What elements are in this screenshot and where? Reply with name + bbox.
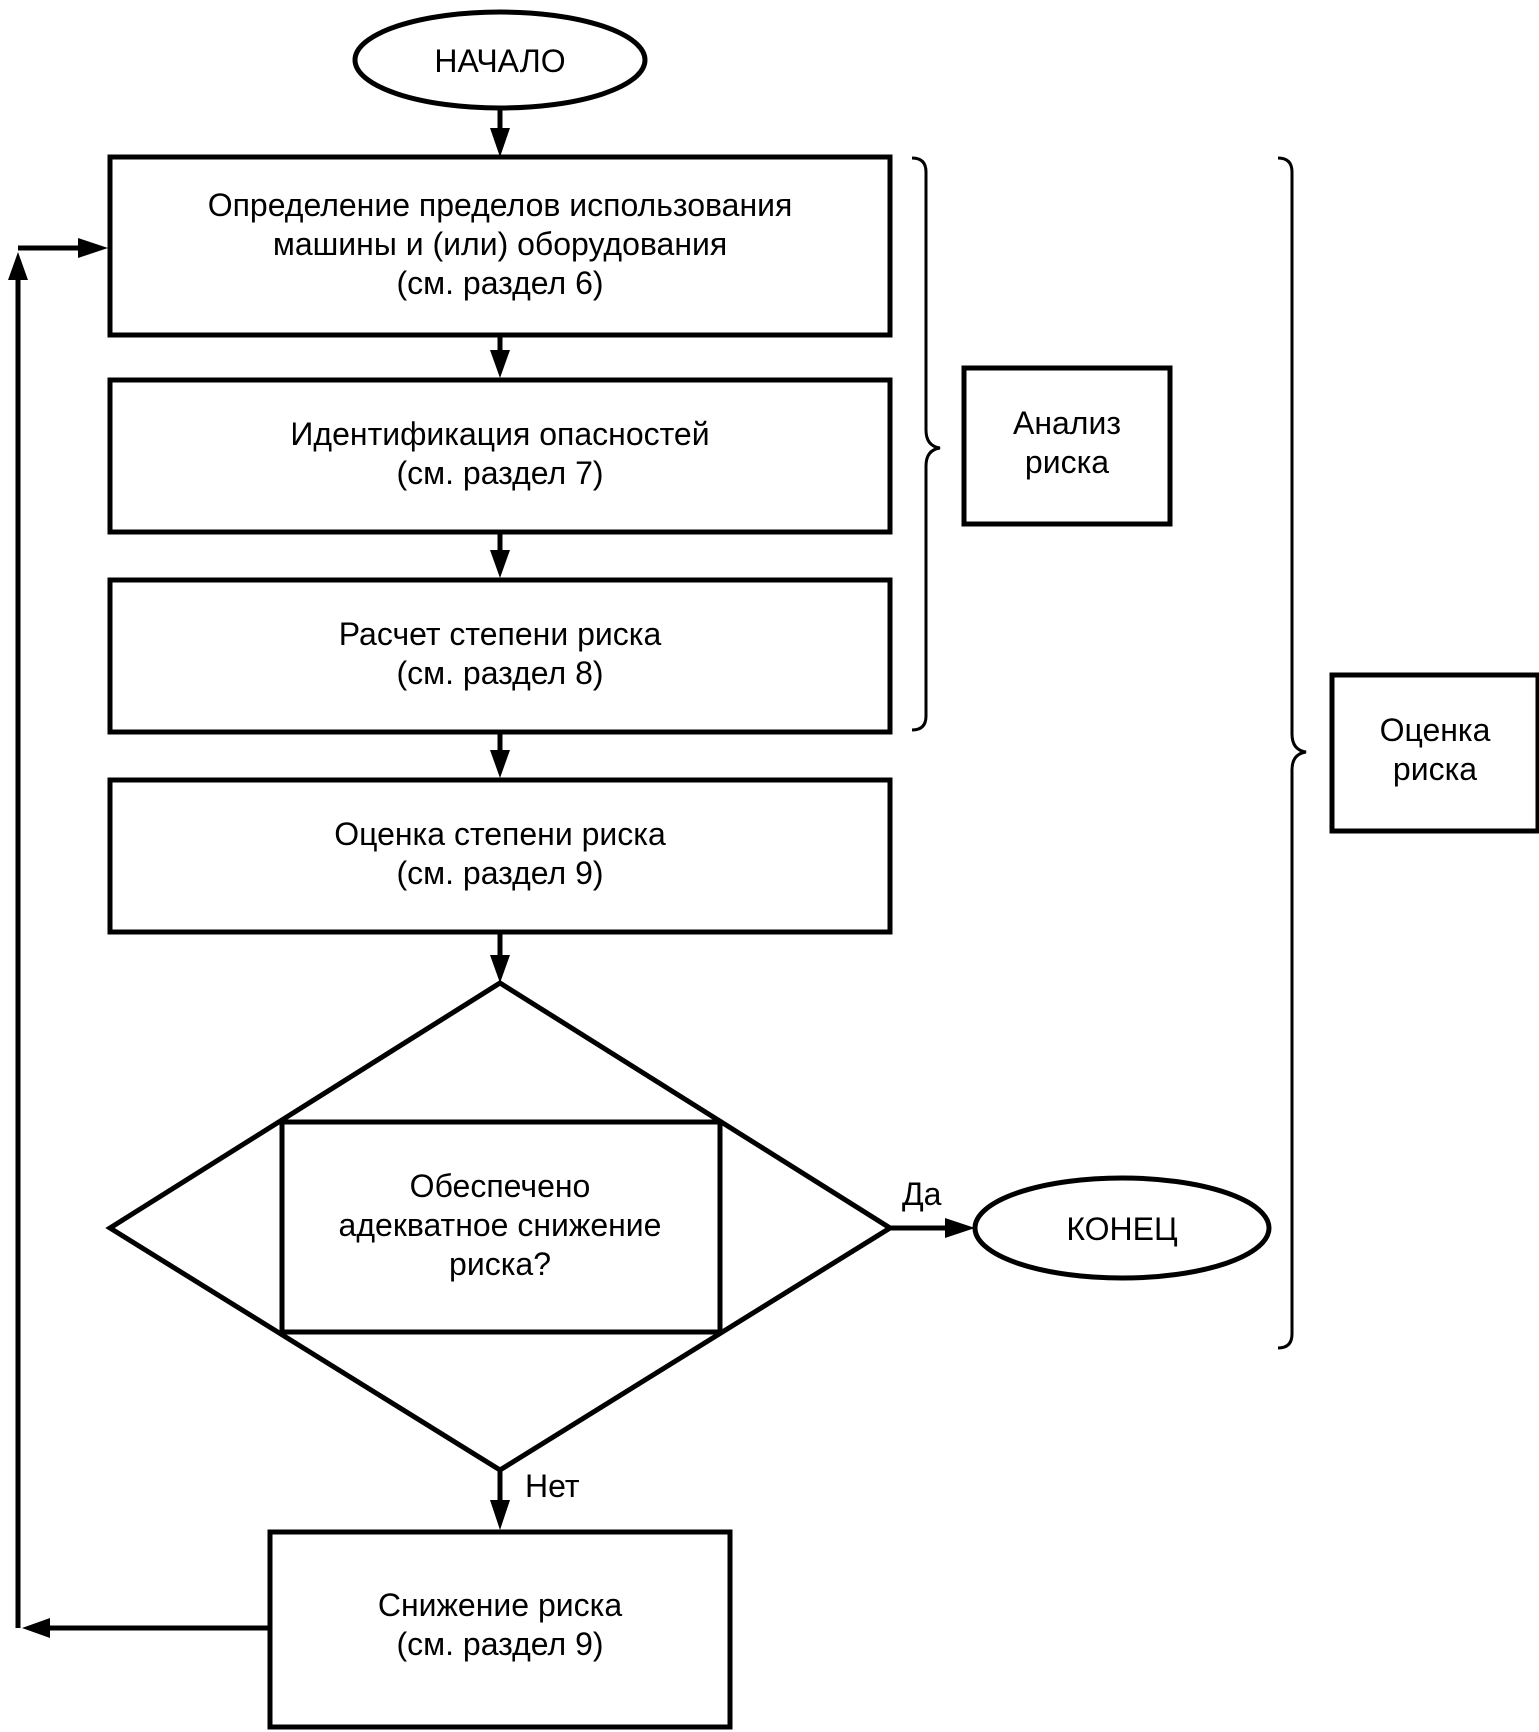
- arrow-start-to-limits: [490, 108, 510, 157]
- decision-line-2: адекватное снижение: [339, 1207, 662, 1243]
- arrow-yes-to-end: Да: [890, 1176, 975, 1238]
- feedback-loop-arrow: [8, 238, 270, 1638]
- arrow-limits-to-hazards: [490, 335, 510, 378]
- step-reduction-line-1: Снижение риска: [378, 1587, 622, 1623]
- brace-risk-assessment: [1277, 156, 1307, 1350]
- end-label: КОНЕЦ: [1066, 1211, 1178, 1247]
- step-hazards-line-2: (см. раздел 7): [396, 455, 603, 491]
- step-limits-line-3: (см. раздел 6): [396, 265, 603, 301]
- risk-analysis-line-2: риска: [1025, 444, 1109, 480]
- decision-line-1: Обеспечено: [410, 1168, 591, 1204]
- step-reduction-line-2: (см. раздел 9): [396, 1626, 603, 1662]
- step-hazard-identification: Идентификация опасностей (см. раздел 7): [107, 377, 893, 535]
- step-estimation-line-1: Расчет степени риска: [339, 616, 662, 652]
- step-limits-line-2: машины и (или) оборудования: [273, 226, 727, 262]
- start-label: НАЧАЛО: [434, 43, 565, 79]
- risk-analysis-line-1: Анализ: [1013, 405, 1121, 441]
- step-hazards-line-1: Идентификация опасностей: [290, 416, 709, 452]
- risk-assessment-line-1: Оценка: [1380, 712, 1491, 748]
- group-risk-assessment: Оценка риска: [1329, 672, 1539, 834]
- step-risk-estimation: Расчет степени риска (см. раздел 8): [107, 577, 893, 735]
- risk-assessment-line-2: риска: [1393, 751, 1477, 787]
- step-estimation-line-2: (см. раздел 8): [396, 655, 603, 691]
- step-limits-line-1: Определение пределов использования: [208, 187, 793, 223]
- step-evaluation-line-2: (см. раздел 9): [396, 855, 603, 891]
- arrow-hazards-to-estimation: [490, 532, 510, 578]
- yes-label: Да: [902, 1176, 942, 1212]
- step-determine-limits: Определение пределов использования машин…: [107, 154, 893, 338]
- arrow-no-to-reduction: Нет: [490, 1468, 580, 1530]
- decision-adequate-reduction: Обеспечено адекватное снижение риска?: [105, 980, 895, 1473]
- step-risk-evaluation: Оценка степени риска (см. раздел 9): [107, 777, 893, 935]
- group-risk-analysis: Анализ риска: [961, 365, 1173, 527]
- end-terminal: КОНЕЦ: [972, 1175, 1272, 1281]
- start-terminal: НАЧАЛО: [352, 9, 648, 111]
- arrow-estimation-to-evaluation: [490, 732, 510, 778]
- brace-risk-analysis: [911, 156, 941, 732]
- no-label: Нет: [525, 1468, 580, 1504]
- decision-line-3: риска?: [449, 1246, 551, 1282]
- arrow-evaluation-to-decision: [490, 932, 510, 983]
- step-risk-reduction: Снижение риска (см. раздел 9): [267, 1529, 733, 1730]
- step-evaluation-line-1: Оценка степени риска: [334, 816, 666, 852]
